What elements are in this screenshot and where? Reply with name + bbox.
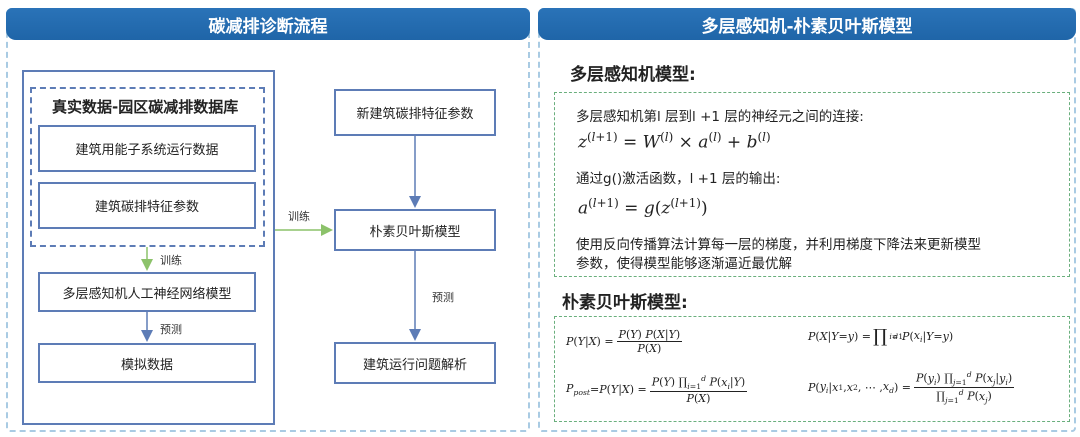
diagnosis-flow-panel: 碳减排诊断流程 真实数据-园区碳减排数据库 建筑用能子系统运行数据 建筑碳排特征… [6,8,530,432]
bayes-heading: 朴素贝叶斯模型: [562,293,688,313]
train-label-down: 训练 [160,254,182,267]
predict-label-down: 预测 [160,323,182,336]
simulated-data-box: 模拟数据 [38,343,256,383]
predict-label-right: 预测 [432,291,454,304]
train-label-right: 训练 [288,210,310,223]
mlp-model-box: 多层感知机人工神经网络模型 [38,272,256,312]
diagnosis-flow-title: 碳减排诊断流程 [6,8,530,40]
bayes-formula-1: P(Y|X) = P(Y) P(X|Y)P(X) [566,328,683,355]
mlp-formula-activation: a(l+1) = g(z(l+1)) [578,196,708,219]
new-building-params-box: 新建筑碳排特征参数 [334,89,496,136]
operation-analysis-box: 建筑运行问题解析 [334,342,496,384]
energy-subsystem-data-box: 建筑用能子系统运行数据 [38,125,256,172]
training-group-box [22,70,275,425]
mlp-backprop-text: 使用反向传播算法计算每一层的梯度，并利用梯度下降法来更新模型 [576,237,981,253]
mlp-connection-text: 多层感知机第l 层到l +1 层的神经元之间的连接: [576,109,864,125]
mlp-formula-weights: z(l+1) = W(l) × a(l) + b(l) [578,130,771,153]
naive-bayes-model-box: 朴素贝叶斯模型 [334,209,496,251]
database-title: 真实数据-园区碳减排数据库 [52,98,239,116]
bayes-formula-3: Ppost = P(Y|X) = P(Y) ∏i=1d P(xi|Y)P(X) [566,374,748,405]
mlp-activation-text: 通过g()激活函数，l +1 层的输出: [576,171,781,187]
mlp-bayes-panel: 多层感知机-朴素贝叶斯模型 多层感知机模型: 多层感知机第l 层到l +1 层的… [538,8,1076,432]
database-box [30,87,265,247]
mlp-formula-box [554,92,1070,277]
mlp-heading: 多层感知机模型: [570,65,696,85]
bayes-formula-box [554,316,1070,422]
mlp-bayes-title: 多层感知机-朴素贝叶斯模型 [538,8,1076,40]
mlp-backprop-text-2: 参数，使得模型能够逐渐逼近最优解 [576,256,792,272]
flow-arrows [141,136,421,342]
carbon-feature-params-box: 建筑碳排特征参数 [38,182,256,229]
